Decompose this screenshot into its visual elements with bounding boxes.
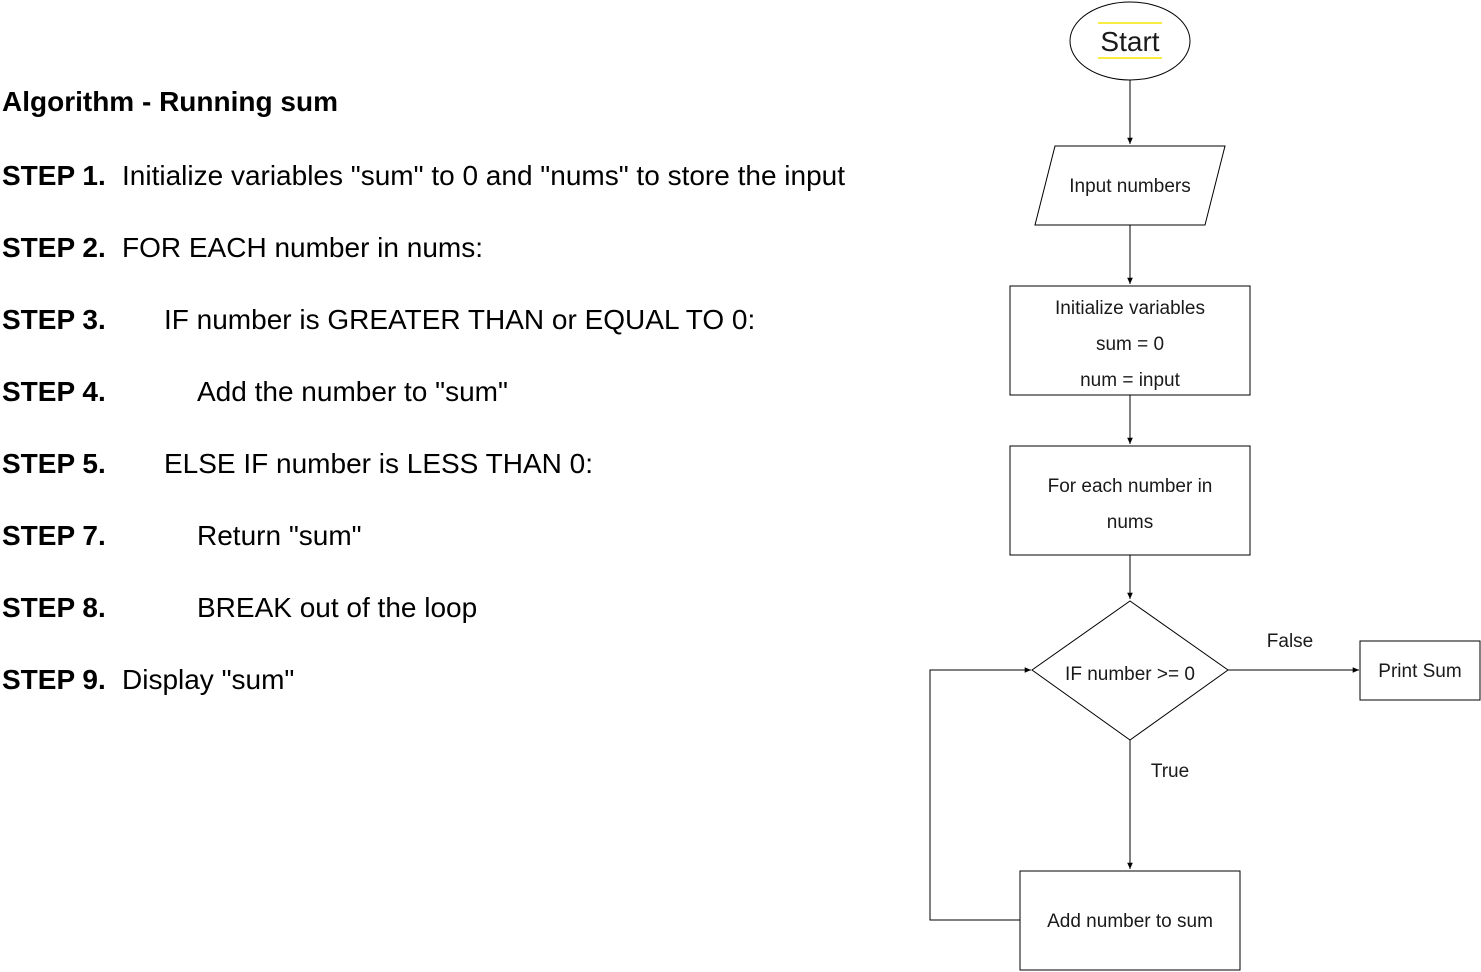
start-node: Start bbox=[1069, 1, 1191, 81]
input-label: Input numbers bbox=[1069, 176, 1190, 197]
step-text: Add the number to "sum" bbox=[197, 376, 508, 407]
input-node: Input numbers bbox=[1034, 145, 1226, 226]
print-label: Print Sum bbox=[1378, 661, 1461, 682]
add-node: Add number to sum bbox=[1019, 870, 1241, 971]
false-label: False bbox=[1267, 631, 1313, 652]
loop-line-1: For each number in bbox=[1048, 476, 1213, 497]
step-text: Return "sum" bbox=[197, 520, 362, 551]
loop-back-arrow bbox=[929, 667, 1031, 921]
loop-line-2: nums bbox=[1107, 512, 1153, 533]
step-label: STEP 2. bbox=[2, 232, 106, 263]
step-label: STEP 8. bbox=[2, 592, 106, 623]
step-label: STEP 7. bbox=[2, 520, 106, 551]
step-text: IF number is GREATER THAN or EQUAL TO 0: bbox=[164, 304, 756, 335]
step-text: BREAK out of the loop bbox=[197, 592, 478, 623]
step-text: Initialize variables "sum" to 0 and "num… bbox=[122, 160, 846, 191]
step-label: STEP 3. bbox=[2, 304, 106, 335]
init-line-1: Initialize variables bbox=[1055, 298, 1205, 319]
step-7: STEP 7. Return "sum" bbox=[2, 518, 362, 554]
start-label: Start bbox=[1100, 26, 1159, 57]
step-1: STEP 1. Initialize variables "sum" to 0 … bbox=[2, 158, 845, 194]
step-label: STEP 4. bbox=[2, 376, 106, 407]
step-3: STEP 3. IF number is GREATER THAN or EQU… bbox=[2, 302, 755, 338]
step-text: FOR EACH number in nums: bbox=[122, 232, 483, 263]
add-label: Add number to sum bbox=[1047, 911, 1213, 932]
step-text: ELSE IF number is LESS THAN 0: bbox=[164, 448, 593, 479]
init-line-2: sum = 0 bbox=[1096, 334, 1164, 355]
step-9: STEP 9. Display "sum" bbox=[2, 662, 294, 698]
init-node: Initialize variables sum = 0 num = input bbox=[1009, 285, 1251, 396]
step-label: STEP 9. bbox=[2, 664, 106, 695]
decision-node: IF number >= 0 bbox=[1031, 600, 1229, 741]
step-label: STEP 5. bbox=[2, 448, 106, 479]
loop-node: For each number in nums bbox=[1009, 445, 1251, 556]
print-node: Print Sum bbox=[1359, 640, 1481, 701]
step-text: Display "sum" bbox=[122, 664, 295, 695]
step-label: STEP 1. bbox=[2, 160, 106, 191]
step-5: STEP 5. ELSE IF number is LESS THAN 0: bbox=[2, 446, 593, 482]
step-2: STEP 2. FOR EACH number in nums: bbox=[2, 230, 483, 266]
true-label: True bbox=[1151, 761, 1189, 782]
decision-label: IF number >= 0 bbox=[1065, 664, 1195, 685]
step-8: STEP 8. BREAK out of the loop bbox=[2, 590, 477, 626]
init-line-3: num = input bbox=[1080, 370, 1181, 391]
step-4: STEP 4. Add the number to "sum" bbox=[2, 374, 508, 410]
algorithm-title: Algorithm - Running sum bbox=[2, 86, 338, 117]
